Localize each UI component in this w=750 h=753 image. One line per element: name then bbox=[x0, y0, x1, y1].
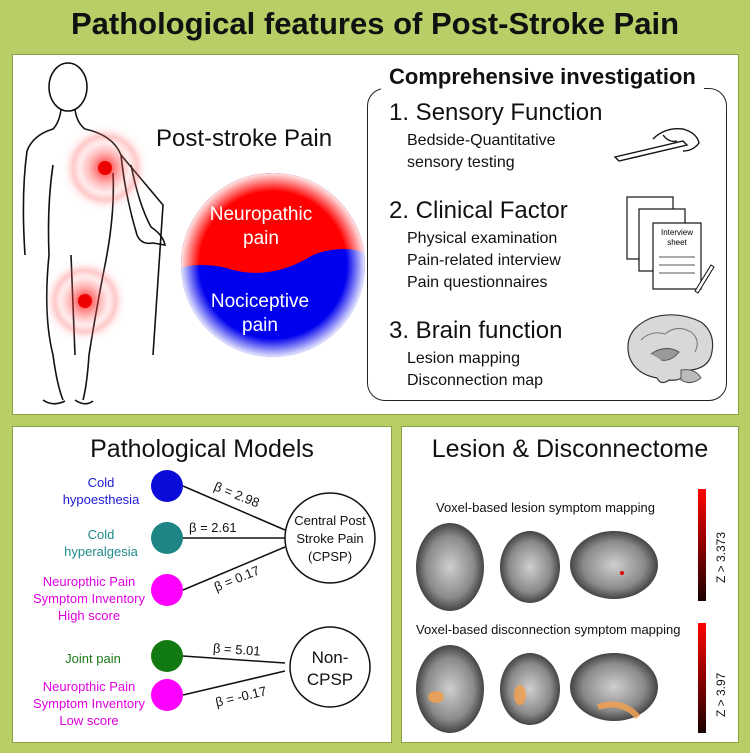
node-non-cpsp bbox=[289, 626, 371, 708]
node-joint-pain bbox=[151, 640, 183, 672]
pen-hand-icon bbox=[613, 128, 700, 162]
vlsm-caption: Voxel-based lesion symptom mapping bbox=[436, 500, 655, 515]
coronal-slice-1 bbox=[500, 531, 560, 603]
z-colorbar-1 bbox=[698, 489, 706, 601]
lesion-disconnectome-panel: Lesion & Disconnectome Voxel-based lesio… bbox=[401, 426, 739, 743]
node-cold-hypoesthesia bbox=[151, 470, 183, 502]
label-joint-pain: Joint pain bbox=[65, 651, 121, 666]
z-threshold-1: Z > 3.373 bbox=[714, 531, 728, 583]
z-threshold-2: Z > 3.97 bbox=[714, 672, 728, 717]
vdsm-caption: Voxel-based disconnection symptom mappin… bbox=[416, 622, 681, 637]
main-title: Pathological features of Post-Stroke Pai… bbox=[70, 6, 680, 41]
node-npsi-low bbox=[151, 679, 183, 711]
axial-slice-1 bbox=[416, 523, 484, 611]
node-cold-hyperalgesia bbox=[151, 522, 183, 554]
section-clinical-heading: 2. Clinical Factor bbox=[389, 197, 568, 224]
body-figure-illustration bbox=[22, 62, 365, 405]
beta-cold-hyperalgesia: β = 2.61 bbox=[189, 520, 237, 535]
section-sensory-items: Bedside-Quantitative sensory testing bbox=[407, 132, 556, 171]
z-colorbar-2 bbox=[698, 623, 706, 733]
edge-npsi-high bbox=[182, 546, 286, 591]
sagittal-slice-2 bbox=[570, 653, 658, 721]
models-title: Pathological Models bbox=[90, 435, 314, 463]
section-brain-items: Lesion mapping Disconnection map bbox=[407, 350, 544, 389]
brain-sagittal-icon bbox=[627, 314, 714, 384]
interview-sheet-icon: Interview sheet bbox=[626, 196, 715, 294]
axial-slice-2 bbox=[416, 645, 484, 733]
edge-cold-hypoesthesia bbox=[182, 485, 286, 531]
lesion-title: Lesion & Disconnectome bbox=[431, 435, 709, 463]
outcome-non-cpsp: Non-CPSP bbox=[306, 648, 354, 689]
coronal-slice-2 bbox=[500, 653, 560, 725]
investigation-title: Comprehensive investigation bbox=[381, 64, 704, 90]
section-clinical-items: Physical examination Pain-related interv… bbox=[407, 230, 561, 291]
section-brain-heading: 3. Brain function bbox=[389, 317, 563, 344]
beta-joint-pain: β = 5.01 bbox=[212, 640, 262, 659]
sheet-label-line1: Interview bbox=[661, 228, 693, 237]
edge-npsi-low bbox=[182, 670, 286, 696]
sagittal-slice-1 bbox=[570, 531, 658, 599]
sheet-label-line2: sheet bbox=[667, 238, 687, 247]
node-cpsp bbox=[284, 492, 376, 584]
node-npsi-high bbox=[151, 574, 183, 606]
post-stroke-pain-label: Post-stroke Pain bbox=[156, 125, 333, 152]
models-diagram bbox=[151, 470, 376, 711]
edge-joint-pain bbox=[182, 655, 286, 664]
brain-maps bbox=[416, 489, 706, 733]
section-sensory-heading: 1. Sensory Function bbox=[389, 99, 603, 126]
